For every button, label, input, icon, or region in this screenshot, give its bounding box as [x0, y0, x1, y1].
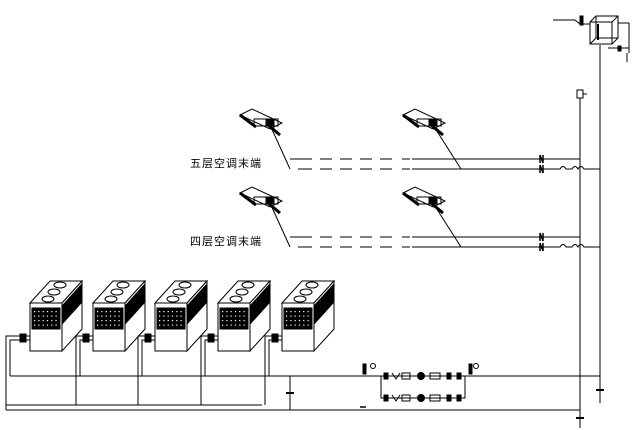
pump-icon: [417, 394, 425, 402]
floor4-terminal-label: 四层空调末端: [190, 235, 262, 248]
fan-icon: [166, 295, 180, 303]
valve-icon: [82, 333, 90, 343]
valve-icon: [446, 394, 452, 402]
thermometer-icon: [362, 363, 367, 375]
air-vent-icon: [576, 89, 587, 99]
fan-icon: [172, 288, 186, 296]
fan-icon: [235, 288, 249, 296]
fan-coil-unit-icon: [238, 108, 291, 170]
valve-icon: [19, 333, 27, 343]
check-valve-icon: [429, 394, 441, 402]
thermometer-icon: [468, 363, 473, 375]
fan-coil-unit-icon: [401, 186, 462, 248]
fan-icon: [229, 295, 243, 303]
valve-icon: [539, 154, 544, 174]
fan-icon: [53, 281, 67, 289]
chiller-unit: [75, 279, 147, 405]
check-valve-icon: [429, 372, 441, 380]
fan-icon: [305, 281, 319, 289]
chiller-unit: [264, 279, 336, 405]
fan-icon: [116, 281, 130, 289]
floor5-piping: [238, 108, 600, 174]
pump-line: [383, 372, 462, 380]
valve-icon: [456, 372, 462, 380]
chiller-unit: [5, 279, 84, 410]
chiller-unit: [137, 279, 209, 405]
pump-line: [383, 394, 462, 402]
fan-icon: [41, 295, 55, 303]
pressure-gauge-icon: [473, 363, 479, 369]
fan-icon: [104, 295, 118, 303]
joint-icon: [401, 394, 411, 402]
valve-icon: [271, 333, 279, 343]
valve-icon: [144, 333, 152, 343]
valve-icon: [539, 232, 544, 252]
joint-icon: [401, 372, 411, 380]
fan-icon: [178, 281, 192, 289]
floor4-piping: [238, 186, 600, 252]
valve-icon: [207, 333, 215, 343]
valve-icon: [383, 372, 389, 380]
fan-icon: [110, 288, 124, 296]
expansion-tank-icon: [553, 15, 630, 62]
fan-icon: [299, 288, 313, 296]
fan-coil-unit-icon: [238, 186, 291, 248]
fan-coil-unit-icon: [401, 108, 462, 170]
floor5-terminal-label: 五层空调末端: [190, 157, 262, 170]
pressure-gauge-icon: [370, 363, 376, 369]
fan-icon: [241, 281, 255, 289]
fan-icon: [293, 295, 307, 303]
filter-icon: [391, 394, 401, 402]
valve-icon: [456, 394, 462, 402]
pump-icon: [417, 372, 425, 380]
valve-icon: [446, 372, 452, 380]
fan-icon: [47, 288, 61, 296]
chiller-unit: [200, 279, 272, 405]
pump-set: [362, 363, 479, 402]
valve-icon: [383, 394, 389, 402]
filter-icon: [391, 372, 401, 380]
